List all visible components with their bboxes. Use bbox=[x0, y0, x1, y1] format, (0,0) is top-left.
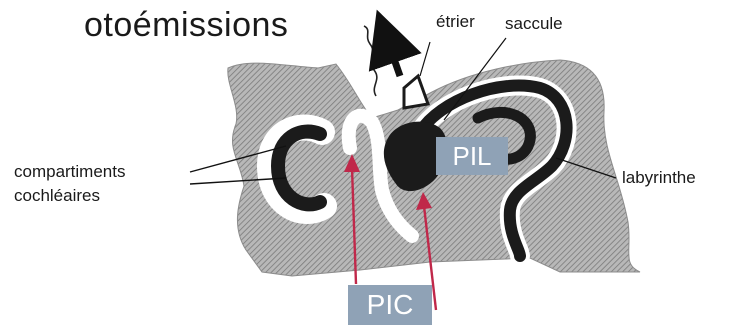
emission-wave bbox=[364, 26, 377, 96]
labyrinth-label: labyrinthe bbox=[622, 168, 696, 188]
stapes-arrow bbox=[386, 36, 400, 76]
cochlear-label-line1: compartiments bbox=[14, 162, 125, 182]
saccule-label: saccule bbox=[505, 14, 563, 34]
diagram-title: otoémissions bbox=[84, 6, 288, 45]
pil-box: PIL bbox=[436, 137, 508, 175]
stapes-leader bbox=[420, 42, 430, 76]
cochlear-label-line2: cochléaires bbox=[14, 186, 100, 206]
stapes-label: étrier bbox=[436, 12, 475, 32]
stapes-shape bbox=[404, 76, 428, 108]
pic-box: PIC bbox=[348, 285, 432, 325]
